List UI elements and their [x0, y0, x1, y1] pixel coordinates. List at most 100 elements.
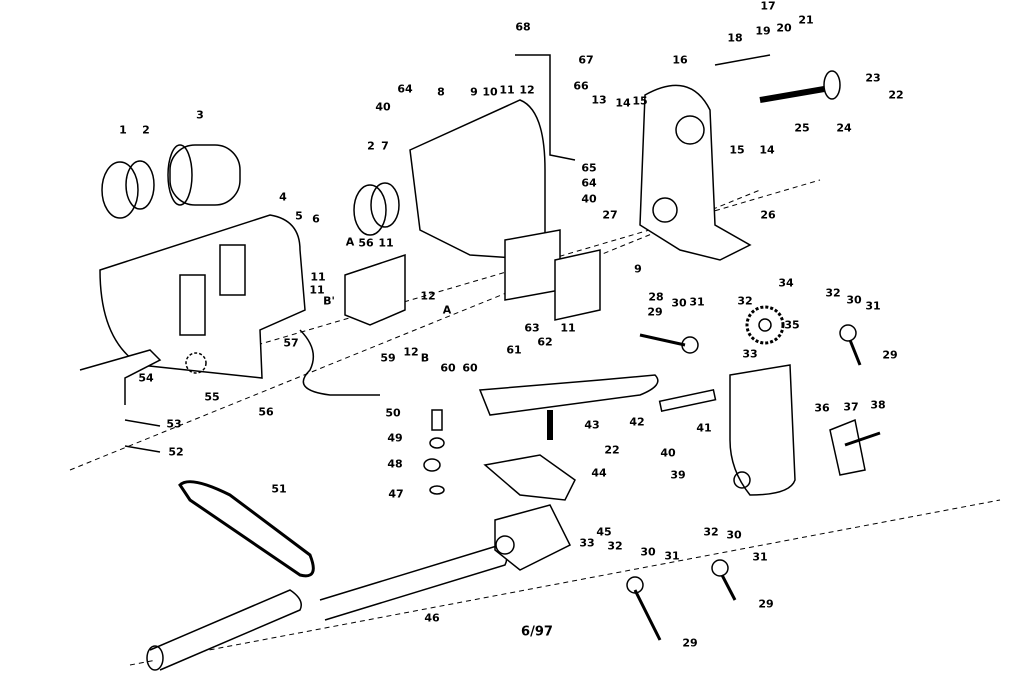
- part-label: 29: [758, 597, 774, 611]
- part-label: 6: [312, 212, 320, 226]
- part-label: 63: [524, 321, 540, 335]
- tool-rest-base: [483, 454, 576, 501]
- part-label: 56: [358, 236, 374, 250]
- part-label: 12: [420, 289, 436, 303]
- motor: [167, 144, 241, 206]
- part-label: 14: [759, 143, 775, 157]
- part-label: 19: [755, 24, 771, 38]
- part-label: 40: [375, 100, 391, 114]
- screw-53: [124, 419, 161, 427]
- tool-rest-small: [79, 349, 162, 405]
- part-label: 27: [602, 208, 618, 222]
- part-label: 45: [596, 525, 612, 539]
- part-label: 23: [865, 71, 881, 85]
- part-label: 12: [519, 83, 535, 97]
- part-label: 32: [737, 294, 753, 308]
- part-label: 29: [647, 305, 663, 319]
- part-label: 40: [581, 192, 597, 206]
- part-label: 3: [196, 108, 204, 122]
- motor-pulley: [101, 160, 155, 219]
- part-label: 8: [437, 85, 445, 99]
- part-label: 11: [560, 321, 576, 335]
- part-label: 20: [776, 21, 792, 35]
- bed-tube-right: [319, 544, 508, 621]
- part-label: 11: [309, 283, 325, 297]
- part-label: 10: [482, 85, 498, 99]
- hold-down-hardware: [423, 409, 445, 495]
- part-label: 32: [825, 286, 841, 300]
- part-label: 12: [403, 345, 419, 359]
- part-label: 11: [499, 83, 515, 97]
- part-label: 66: [573, 79, 589, 93]
- tool-rest: [478, 374, 659, 416]
- part-label: 9: [470, 85, 478, 99]
- part-label: 51: [271, 482, 287, 496]
- part-label: A: [345, 235, 355, 249]
- part-label: 49: [387, 431, 403, 445]
- part-label: 26: [760, 208, 776, 222]
- part-label: 7: [381, 139, 389, 153]
- cover-window: [219, 244, 246, 296]
- part-label: 29: [682, 636, 698, 650]
- part-label: 60: [440, 361, 456, 375]
- part-label: 17: [760, 0, 776, 13]
- part-label: 35: [784, 318, 800, 332]
- bed-leg: [494, 504, 572, 571]
- part-label: 43: [584, 418, 600, 432]
- part-label: 64: [397, 82, 413, 96]
- switch-box: [344, 253, 406, 326]
- part-label: 22: [888, 88, 904, 102]
- mount-plate-2: [554, 249, 601, 321]
- part-label: 36: [814, 401, 830, 415]
- part-label: 4: [279, 190, 287, 204]
- lock-handle: [626, 576, 662, 641]
- part-label: 57: [283, 336, 299, 350]
- part-label: 42: [629, 415, 645, 429]
- part-label: 64: [581, 176, 597, 190]
- part-label: 48: [387, 457, 403, 471]
- part-label: 56: [258, 405, 274, 419]
- part-label: 37: [843, 400, 859, 414]
- part-label: 1: [119, 123, 127, 137]
- motor-cover: [99, 214, 306, 379]
- part-label: 16: [672, 53, 688, 67]
- tailstock: [729, 364, 796, 496]
- part-label: 18: [727, 31, 743, 45]
- part-label: 30: [640, 545, 656, 559]
- part-label: 13: [591, 93, 607, 107]
- indexing-gear: [745, 305, 785, 345]
- part-label: 60: [462, 361, 478, 375]
- drive-belt: [178, 480, 315, 578]
- part-label: A: [442, 303, 452, 317]
- cover-label: [179, 274, 206, 336]
- part-label: 67: [578, 53, 594, 67]
- tailstock-clamp: [829, 418, 866, 476]
- spindle: [759, 85, 831, 103]
- part-label: 5: [295, 209, 303, 223]
- part-label: 34: [778, 276, 794, 290]
- part-label: 29: [882, 348, 898, 362]
- part-label: 30: [846, 293, 862, 307]
- part-label: 14: [615, 96, 631, 110]
- part-label: 40: [660, 446, 676, 460]
- screw-52: [124, 445, 161, 453]
- mount-plate: [504, 229, 561, 301]
- part-label: 59: [380, 351, 396, 365]
- power-cord: [299, 329, 380, 396]
- part-label: 31: [752, 550, 768, 564]
- diagram-code: 6/97: [521, 624, 553, 640]
- part-label: 39: [670, 468, 686, 482]
- part-label: 2: [142, 123, 150, 137]
- part-label: 11: [378, 236, 394, 250]
- spindle-rod: [714, 54, 771, 66]
- lock-handle-2: [711, 559, 737, 601]
- part-label: 62: [537, 335, 553, 349]
- part-label: 68: [515, 20, 531, 34]
- part-label: 9: [634, 262, 642, 276]
- bracket: [515, 54, 576, 161]
- part-label: 32: [703, 525, 719, 539]
- part-label: 33: [579, 536, 595, 550]
- part-label: 28: [648, 290, 664, 304]
